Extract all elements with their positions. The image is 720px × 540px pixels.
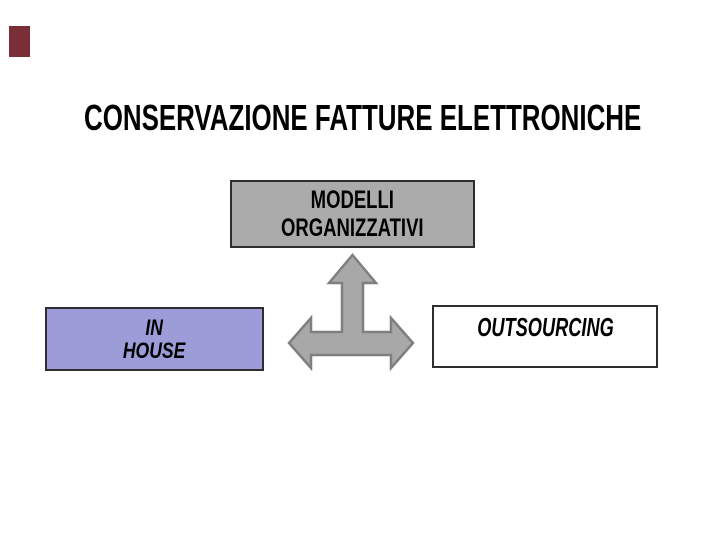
three-way-arrow-icon <box>287 253 415 372</box>
outsourcing-box: OUTSOURCING <box>432 305 658 368</box>
outsourcing-label: OUTSOURCING <box>476 312 614 342</box>
modelli-organizzativi-label: MODELLI ORGANIZZATIVI <box>281 186 424 242</box>
three-way-arrow-shape <box>287 253 415 372</box>
house-line: HOUSE <box>123 338 186 363</box>
slide-title: CONSERVAZIONE FATTURE ELETTRONICHE <box>84 97 642 138</box>
in-house-label: IN HOUSE <box>123 316 186 362</box>
in-line: IN <box>145 315 164 340</box>
organizzativi-line: ORGANIZZATIVI <box>281 214 424 242</box>
in-house-box: IN HOUSE <box>45 307 264 371</box>
modelli-organizzativi-box: MODELLI ORGANIZZATIVI <box>230 180 475 248</box>
corner-mark-icon <box>9 26 30 57</box>
modelli-line: MODELLI <box>310 186 395 214</box>
